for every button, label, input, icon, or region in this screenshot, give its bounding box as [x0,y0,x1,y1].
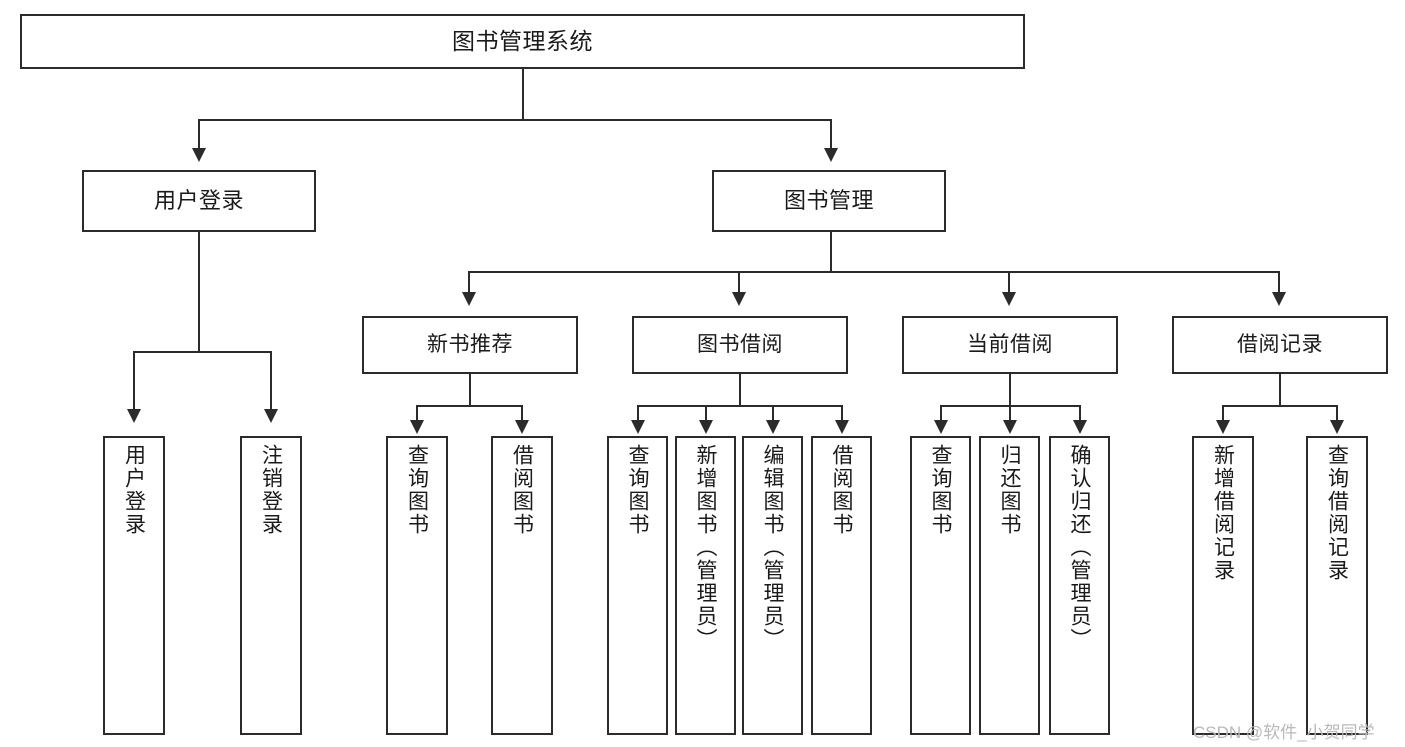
connector-user-login-to-leaf-1 [133,351,135,410]
leaf-current-borrow-return-book[interactable]: 归还图书 [979,436,1040,735]
arrow-bm-to-borrow-record [1272,292,1286,306]
connector-borrow-record-stem [1279,374,1281,406]
connector-root-to-book-management [830,119,832,149]
node-label: 新增图书（管理员） [694,444,717,651]
leaf-borrow-record-add-record[interactable]: 新增借阅记录 [1192,436,1254,735]
arrow-book-borrow-to-leaf-3 [766,420,780,434]
arrow-book-borrow-to-leaf-4 [835,420,849,434]
connector-current-borrow-stem [1009,374,1011,406]
node-label: 查询图书 [405,444,429,536]
arrow-bm-to-new-book [462,292,476,306]
connector-bm-to-current-borrow [1008,271,1010,293]
connector-new-book-to-leaf-2 [521,405,523,421]
node-user-login[interactable]: 用户登录 [82,170,316,232]
node-label: 确认归还（管理员） [1068,444,1091,651]
connector-bm-to-borrow-record [1278,271,1280,293]
connector-current-borrow-to-leaf-2 [1009,405,1011,421]
node-label: 用户登录 [153,188,244,214]
arrow-borrow-record-to-leaf-2 [1330,420,1344,434]
connector-borrow-record-to-leaf-2 [1336,405,1338,421]
arrow-root-to-book-management [824,148,838,162]
leaf-book-borrow-add-book-admin[interactable]: 新增图书（管理员） [675,436,736,735]
node-book-borrow[interactable]: 图书借阅 [632,316,848,374]
node-book-management[interactable]: 图书管理 [712,170,946,232]
connector-book-borrow-to-leaf-1 [637,405,639,421]
connector-current-borrow-to-leaf-1 [940,405,942,421]
arrow-current-borrow-to-leaf-3 [1073,420,1087,434]
arrow-bm-to-book-borrow [732,292,746,306]
connector-root-bus [198,119,832,121]
arrow-new-book-to-leaf-1 [410,420,424,434]
node-label: 当前借阅 [967,332,1053,356]
connector-book-management-bus [468,271,1280,273]
node-root-book-management-system[interactable]: 图书管理系统 [20,14,1025,69]
node-label: 查询借阅记录 [1325,444,1349,582]
arrow-book-borrow-to-leaf-2 [699,420,713,434]
node-label: 图书借阅 [697,332,783,356]
connector-root-stem [522,69,524,120]
connector-book-management-stem [830,232,832,272]
node-label: 用户登录 [122,444,146,536]
connector-borrow-record-bus [1222,405,1337,407]
connector-borrow-record-to-leaf-1 [1222,405,1224,421]
arrow-current-borrow-to-leaf-2 [1003,420,1017,434]
arrow-user-login-to-leaf-2 [264,409,278,423]
node-label: 查询图书 [929,444,952,536]
node-label: 借阅图书 [830,444,853,536]
connector-bm-to-new-book [468,271,470,293]
node-label: 图书管理系统 [452,28,593,55]
node-label: 图书管理 [783,188,874,214]
connector-user-login-to-leaf-2 [270,351,272,410]
node-current-borrow[interactable]: 当前借阅 [902,316,1118,374]
node-label: 归还图书 [998,444,1021,536]
leaf-new-book-query-book[interactable]: 查询图书 [386,436,448,735]
arrow-borrow-record-to-leaf-1 [1216,420,1230,434]
connector-book-borrow-to-leaf-2 [705,405,707,421]
arrow-bm-to-current-borrow [1002,292,1016,306]
arrow-root-to-user-login [192,148,206,162]
connector-book-borrow-stem [739,374,741,406]
arrow-new-book-to-leaf-2 [515,420,529,434]
connector-bm-to-book-borrow [738,271,740,293]
leaf-book-borrow-borrow-book[interactable]: 借阅图书 [811,436,872,735]
leaf-new-book-borrow-book[interactable]: 借阅图书 [491,436,553,735]
arrow-user-login-to-leaf-1 [127,409,141,423]
connector-user-login-stem [198,232,200,352]
node-label: 新书推荐 [427,332,513,356]
leaf-user-login-login[interactable]: 用户登录 [103,436,165,735]
node-new-book-recommend[interactable]: 新书推荐 [362,316,578,374]
connector-new-book-stem [469,374,471,406]
node-label: 借阅图书 [510,444,534,536]
node-label: 注销登录 [259,444,283,536]
connector-book-borrow-to-leaf-4 [841,405,843,421]
connector-root-to-user-login [198,119,200,149]
arrow-book-borrow-to-leaf-1 [631,420,645,434]
leaf-book-borrow-query-book[interactable]: 查询图书 [607,436,668,735]
connector-new-book-to-leaf-1 [416,405,418,421]
node-borrow-record[interactable]: 借阅记录 [1172,316,1388,374]
connector-book-borrow-to-leaf-3 [772,405,774,421]
leaf-user-login-logout[interactable]: 注销登录 [240,436,302,735]
arrow-current-borrow-to-leaf-1 [934,420,948,434]
node-label: 编辑图书（管理员） [761,444,784,651]
node-label: 查询图书 [626,444,649,536]
leaf-borrow-record-query-record[interactable]: 查询借阅记录 [1306,436,1368,735]
connector-new-book-bus [416,405,522,407]
leaf-current-borrow-confirm-return-admin[interactable]: 确认归还（管理员） [1049,436,1110,735]
connector-book-borrow-bus [637,405,843,407]
connector-current-borrow-to-leaf-3 [1079,405,1081,421]
node-label: 借阅记录 [1237,332,1323,356]
leaf-current-borrow-query-book[interactable]: 查询图书 [910,436,971,735]
node-label: 新增借阅记录 [1211,444,1235,582]
leaf-book-borrow-edit-book-admin[interactable]: 编辑图书（管理员） [742,436,803,735]
connector-user-login-bus [133,351,271,353]
